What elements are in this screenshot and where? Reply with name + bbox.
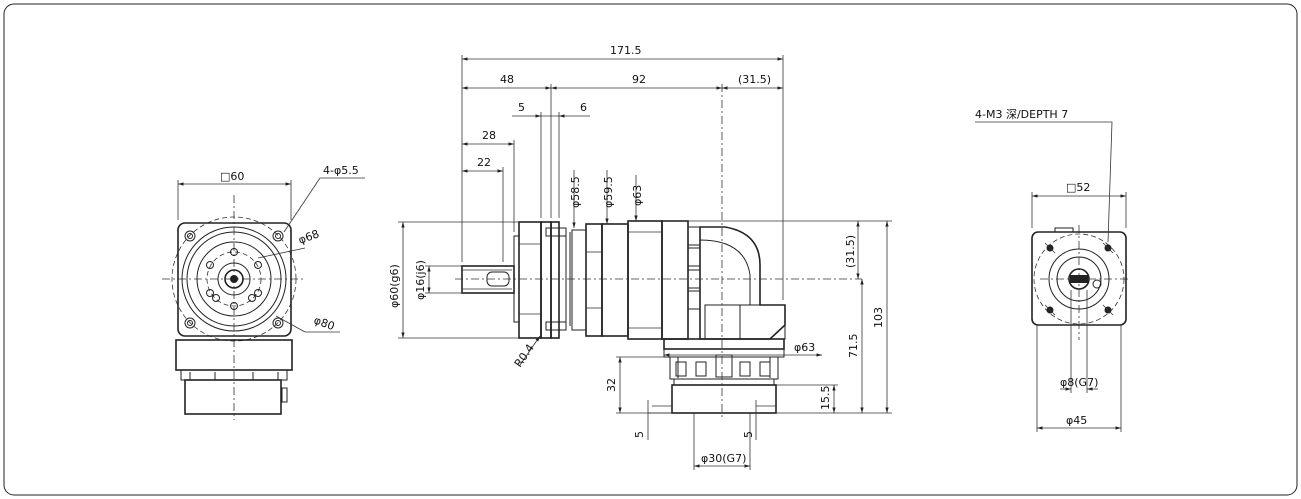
overall-length: 171.5 [610,44,642,57]
front-pcd-label: φ68 [297,227,321,246]
front-flange [177,222,292,337]
dia-63-bottom: φ63 [794,341,815,354]
side-view [398,55,892,470]
front-view [162,177,365,420]
dim-31-5-top: (31.5) [738,73,771,86]
input-pcd-label: φ45 [1066,414,1087,427]
input-square-label: □52 [1066,181,1090,194]
input-flange [1031,231,1127,326]
dia-58-5: φ58.5 [569,176,582,208]
right-angle-housing [699,226,786,340]
dim-92: 92 [632,73,646,86]
dia-59-5: φ59.5 [602,176,615,208]
tapped-holes-label: 4-M3 深/DEPTH 7 [975,108,1068,121]
front-holes-label: 4-φ5.5 [323,164,359,177]
dim-71-5: 71.5 [847,334,860,359]
pcd80-circle [171,216,297,342]
dim-32: 32 [605,378,618,392]
front-outer-label: φ80 [312,314,336,333]
dim-6: 6 [580,101,587,114]
dim-5: 5 [518,101,525,114]
dia-16: φ16(j6) [414,260,427,300]
dim-5-right: 5 [742,431,755,438]
dim-28: 28 [482,129,496,142]
dia-63-top: φ63 [631,185,644,206]
dim-22: 22 [477,156,491,169]
sheet-border [3,3,1298,496]
dim-15-5: 15.5 [819,386,832,411]
input-bore-label: φ8(G7) [1060,376,1098,389]
dia-30: φ30(G7) [701,452,746,465]
dim-48: 48 [500,73,514,86]
dim-103: 103 [872,307,885,328]
dim-5-left: 5 [633,431,646,438]
dim-31-5-right: (31.5) [844,235,857,268]
front-square-label: □60 [220,170,244,183]
input-view [975,121,1130,432]
dia-60: φ60(g6) [388,264,401,308]
